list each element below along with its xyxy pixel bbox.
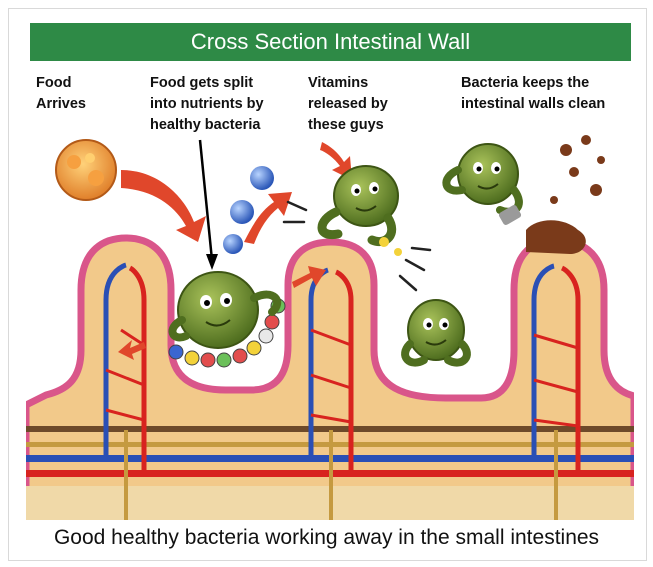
food-blob: [56, 140, 116, 200]
diagram-title: Cross Section Intestinal Wall: [30, 23, 631, 61]
bacterium-vitamin-bottom: [405, 300, 467, 363]
caption: Good healthy bacteria working away in th…: [0, 526, 653, 550]
bacterium-cleaner: [446, 144, 522, 226]
label-vitamins: Vitamins released by these guys: [308, 73, 388, 136]
label-bacteria-clean: Bacteria keeps the intestinal walls clea…: [461, 73, 605, 115]
pointer-line: [200, 140, 212, 260]
label-food-arrives: Food Arrives: [36, 73, 86, 115]
debris: [526, 135, 605, 254]
label-food-split: Food gets split into nutrients by health…: [150, 73, 264, 136]
pointer-arrowhead: [206, 254, 218, 270]
intestinal-wall-illustration: [26, 130, 634, 520]
